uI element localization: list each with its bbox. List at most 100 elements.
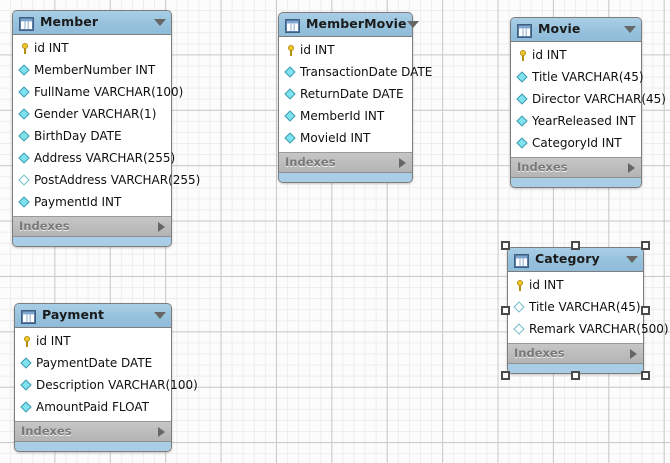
column-row[interactable]: Address VARCHAR(255) — [13, 147, 175, 169]
column-row[interactable]: Title VARCHAR(45) — [508, 296, 643, 318]
column-row[interactable]: id INT — [279, 39, 412, 61]
column-row[interactable]: PostAddress VARCHAR(255) — [13, 169, 200, 191]
table-node-member[interactable]: Member id INT MemberNumber INT FullName VAR… — [12, 10, 200, 247]
column-row[interactable]: ReturnDate DATE — [279, 83, 412, 105]
diamond-icon — [516, 93, 529, 106]
chevron-right-icon[interactable] — [630, 348, 637, 359]
column-label: PaymentDate DATE — [36, 356, 153, 370]
table-columns-member: id INT MemberNumber INT FullName VARCHAR(1… — [13, 35, 200, 217]
diamond-open-icon — [513, 323, 526, 336]
column-label: BirthDay DATE — [34, 129, 122, 143]
diamond-icon — [284, 132, 297, 145]
column-row[interactable]: id INT — [511, 44, 641, 66]
diamond-open-icon — [513, 301, 526, 314]
column-row[interactable]: Remark VARCHAR(500) — [508, 318, 669, 340]
column-label: Remark VARCHAR(500) — [529, 322, 669, 336]
column-label: id INT — [529, 278, 564, 292]
table-name: Member — [40, 14, 99, 30]
column-label: id INT — [300, 43, 335, 57]
table-header-movie[interactable]: Movie — [511, 18, 641, 42]
table-node-category[interactable]: Category id INT Title VARCHAR(45) Remark VA… — [507, 247, 669, 374]
column-row[interactable]: id INT — [13, 37, 171, 59]
column-row[interactable]: PaymentId INT — [13, 191, 171, 213]
resize-handle-s[interactable] — [571, 371, 580, 380]
indexes-bar-member[interactable]: Indexes — [13, 217, 171, 237]
diamond-icon — [18, 152, 31, 165]
chevron-right-icon[interactable] — [158, 426, 165, 437]
resize-handle-se[interactable] — [641, 371, 650, 380]
diamond-icon — [516, 71, 529, 84]
column-row[interactable]: MovieId INT — [279, 127, 412, 149]
table-header-membermovie[interactable]: MemberMovie — [279, 13, 419, 37]
table-header-member[interactable]: Member — [13, 11, 171, 35]
indexes-bar-payment[interactable]: Indexes — [15, 422, 171, 442]
table-name: Category — [535, 251, 600, 267]
column-row[interactable]: CategoryId INT — [511, 132, 641, 154]
column-row[interactable]: FullName VARCHAR(100) — [13, 81, 183, 103]
table-name: Payment — [42, 307, 105, 323]
column-row[interactable]: Director VARCHAR(45) — [511, 88, 666, 110]
resize-handle-w[interactable] — [501, 306, 510, 315]
resize-handle-sw[interactable] — [501, 371, 510, 380]
diamond-icon — [516, 137, 529, 150]
column-row[interactable]: MemberId INT — [279, 105, 412, 127]
key-icon — [18, 42, 31, 55]
indexes-bar-membermovie[interactable]: Indexes — [279, 153, 412, 173]
diamond-icon — [284, 88, 297, 101]
table-name: MemberMovie — [306, 16, 407, 32]
chevron-down-icon[interactable] — [626, 256, 638, 263]
column-row[interactable]: AmountPaid FLOAT — [15, 396, 171, 418]
resize-handle-ne[interactable] — [641, 241, 650, 250]
column-row[interactable]: Description VARCHAR(100) — [15, 374, 198, 396]
diamond-icon — [20, 401, 33, 414]
column-label: Address VARCHAR(255) — [34, 151, 176, 165]
column-label: ReturnDate DATE — [300, 87, 404, 101]
column-row[interactable]: BirthDay DATE — [13, 125, 171, 147]
chevron-down-icon[interactable] — [154, 312, 166, 319]
column-row[interactable]: TransactionDate DATE — [279, 61, 432, 83]
table-header-category[interactable]: Category — [508, 248, 643, 272]
column-row[interactable]: id INT — [15, 330, 171, 352]
table-node-membermovie[interactable]: MemberMovie id INT TransactionDate DATE Ret… — [278, 12, 432, 183]
table-columns-category: id INT Title VARCHAR(45) Remark VARCHAR(50… — [508, 272, 669, 344]
column-label: Title VARCHAR(45) — [529, 300, 641, 314]
diamond-open-icon — [18, 174, 31, 187]
table-node-payment[interactable]: Payment id INT PaymentDate DATE Description… — [14, 303, 198, 452]
resize-handle-e[interactable] — [641, 306, 650, 315]
table-bottom-strip — [511, 178, 641, 187]
column-row[interactable]: Title VARCHAR(45) — [511, 66, 644, 88]
column-label: TransactionDate DATE — [300, 65, 433, 79]
key-icon — [516, 49, 529, 62]
column-row[interactable]: Gender VARCHAR(1) — [13, 103, 171, 125]
indexes-label: Indexes — [19, 218, 70, 233]
diamond-icon — [284, 110, 297, 123]
chevron-right-icon[interactable] — [158, 221, 165, 232]
diamond-icon — [18, 196, 31, 209]
indexes-label: Indexes — [514, 345, 565, 360]
table-header-payment[interactable]: Payment — [15, 304, 171, 328]
column-label: id INT — [34, 41, 69, 55]
column-row[interactable]: MemberNumber INT — [13, 59, 171, 81]
table-bottom-strip — [13, 237, 171, 246]
chevron-right-icon[interactable] — [399, 157, 406, 168]
resize-handle-nw[interactable] — [501, 241, 510, 250]
chevron-down-icon[interactable] — [154, 19, 166, 26]
table-columns-payment: id INT PaymentDate DATE Description VARCHA… — [15, 328, 198, 422]
diamond-icon — [20, 357, 33, 370]
indexes-label: Indexes — [285, 154, 336, 169]
table-bottom-strip — [508, 364, 643, 373]
chevron-down-icon[interactable] — [624, 26, 636, 33]
resize-handle-n[interactable] — [571, 241, 580, 250]
column-row[interactable]: YearReleased INT — [511, 110, 641, 132]
column-row[interactable]: id INT — [508, 274, 643, 296]
chevron-right-icon[interactable] — [628, 162, 635, 173]
column-row[interactable]: PaymentDate DATE — [15, 352, 171, 374]
table-columns-membermovie: id INT TransactionDate DATE ReturnDate DAT… — [279, 37, 432, 153]
indexes-bar-category[interactable]: Indexes — [508, 344, 643, 364]
indexes-bar-movie[interactable]: Indexes — [511, 158, 641, 178]
column-label: Gender VARCHAR(1) — [34, 107, 157, 121]
chevron-down-icon[interactable] — [406, 21, 419, 28]
column-label: MemberNumber INT — [34, 63, 156, 77]
